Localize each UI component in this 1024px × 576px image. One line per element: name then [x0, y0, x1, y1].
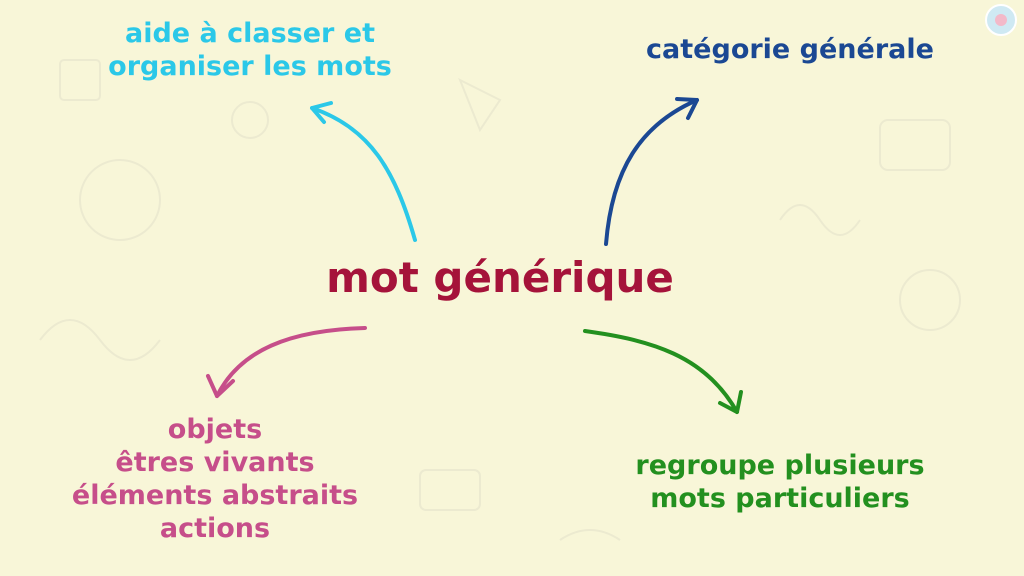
- branch-line: aide à classer et: [124, 18, 375, 49]
- arrow-to-top-left: [310, 101, 417, 242]
- brain-logo-icon: [985, 4, 1017, 36]
- arrow-to-top-right: [604, 97, 699, 246]
- branch-bottom-right: regroupe plusieurs mots particuliers: [590, 450, 970, 516]
- branch-bottom-left: objets êtres vivants éléments abstraits …: [30, 414, 400, 546]
- logo-mark: [995, 14, 1007, 26]
- branch-line: objets: [167, 414, 263, 445]
- branch-line: éléments abstraits: [71, 479, 359, 511]
- branch-line: mots particuliers: [650, 482, 910, 514]
- branch-line: catégorie générale: [646, 34, 934, 65]
- branch-line: organiser les mots: [108, 50, 392, 82]
- branch-line: êtres vivants: [115, 446, 315, 478]
- branch-top-right: catégorie générale: [600, 34, 980, 67]
- central-concept: mot générique: [326, 253, 674, 302]
- arrow-to-bottom-left: [206, 326, 367, 398]
- branch-line: actions: [159, 512, 271, 544]
- arrow-to-bottom-right: [583, 329, 743, 414]
- branch-line: regroupe plusieurs: [635, 450, 925, 481]
- branch-top-left: aide à classer et organiser les mots: [60, 18, 440, 84]
